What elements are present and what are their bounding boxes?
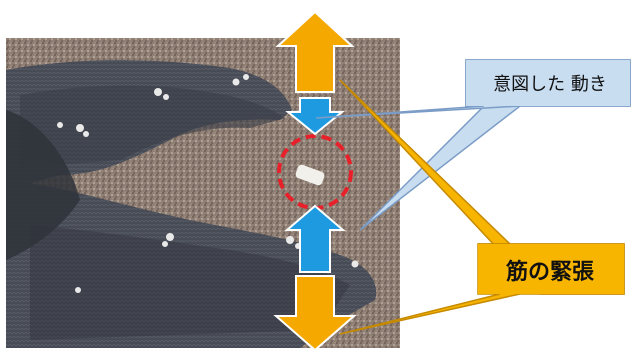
muscle-tension-label: 筋の緊張 <box>480 247 620 293</box>
photo <box>6 38 400 348</box>
intended-motion-label: 意図した 動き <box>470 63 630 103</box>
